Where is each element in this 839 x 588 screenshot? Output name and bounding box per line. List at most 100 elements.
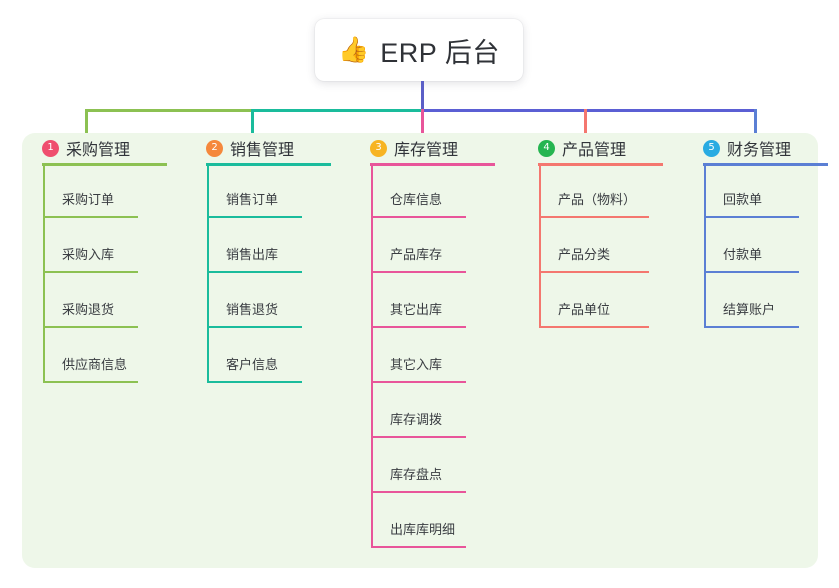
drop-finance (754, 109, 757, 137)
branch-item[interactable]: 仓库信息 (350, 163, 520, 218)
branch-header-underline (370, 163, 495, 166)
branch-item-label: 回款单 (723, 192, 763, 207)
segment-finance (421, 109, 757, 112)
branch-item-label: 产品单位 (558, 302, 611, 317)
branch-item-label: 库存调拨 (390, 412, 443, 427)
branch-trunk-line (371, 163, 373, 548)
branch-number-badge: 3 (370, 139, 387, 157)
branch-title: 采购管理 (66, 142, 131, 159)
branch-item-underline (371, 216, 466, 218)
branch-item[interactable]: 销售退货 (186, 273, 346, 328)
branch-item-underline (43, 271, 138, 273)
branch-item[interactable]: 出库库明细 (350, 493, 520, 548)
branch-item[interactable]: 产品单位 (518, 273, 688, 328)
branch-header-1[interactable]: 1 采购管理 (22, 133, 182, 163)
branch-item-underline (704, 216, 799, 218)
branch-title: 财务管理 (727, 142, 792, 159)
branch-title: 销售管理 (230, 142, 295, 159)
branch-item-underline (704, 326, 799, 328)
branch-item-underline (43, 326, 138, 328)
branch-item-label: 产品分类 (558, 247, 611, 262)
branch-item-underline (371, 271, 466, 273)
branch-item-label: 销售退货 (226, 302, 279, 317)
branch-item[interactable]: 客户信息 (186, 328, 346, 383)
branch-item-label: 付款单 (723, 247, 763, 262)
branch-header-underline (703, 163, 828, 166)
branch-trunk-line (539, 163, 541, 328)
branch-item-label: 采购退货 (62, 302, 115, 317)
branch-item[interactable]: 产品（物料） (518, 163, 688, 218)
branch-item-label: 产品库存 (390, 247, 443, 262)
branch-header-underline (538, 163, 663, 166)
branch-item[interactable]: 其它出库 (350, 273, 520, 328)
branch-item-label: 销售出库 (226, 247, 279, 262)
branch-item-underline (371, 436, 466, 438)
branch-header-underline (42, 163, 167, 166)
segment-purchase (85, 109, 251, 112)
branch-item-underline (539, 326, 649, 328)
branch-item[interactable]: 采购入库 (22, 218, 182, 273)
drop-sales (251, 109, 254, 137)
branch-item[interactable]: 其它入库 (350, 328, 520, 383)
branch-item[interactable]: 销售出库 (186, 218, 346, 273)
thumbs-up-emoji: 👍 (338, 35, 370, 64)
branch-items: 仓库信息产品库存其它出库其它入库库存调拨库存盘点出库库明细 (350, 163, 520, 548)
branch-item-underline (207, 271, 302, 273)
branch-item[interactable]: 库存盘点 (350, 438, 520, 493)
segment-sales (251, 109, 421, 112)
branch-item[interactable]: 库存调拨 (350, 383, 520, 438)
branch-item-underline (371, 546, 466, 548)
root-stem-connector (421, 81, 424, 111)
branch-column-1: 1 采购管理采购订单采购入库采购退货供应商信息 (22, 133, 182, 383)
branch-column-3: 3 库存管理仓库信息产品库存其它出库其它入库库存调拨库存盘点出库库明细 (350, 133, 520, 548)
branch-item-underline (207, 216, 302, 218)
branch-item-underline (207, 381, 302, 383)
branch-item[interactable]: 销售订单 (186, 163, 346, 218)
branch-item[interactable]: 供应商信息 (22, 328, 182, 383)
branch-item[interactable]: 结算账户 (683, 273, 833, 328)
branch-item-label: 仓库信息 (390, 192, 443, 207)
drop-purchase (85, 109, 88, 137)
branch-trunk-line (704, 163, 706, 328)
branch-item-label: 采购订单 (62, 192, 115, 207)
branch-item[interactable]: 采购订单 (22, 163, 182, 218)
branch-item-label: 供应商信息 (62, 357, 128, 372)
branch-item[interactable]: 采购退货 (22, 273, 182, 328)
branch-number-badge: 1 (42, 139, 59, 157)
branch-item-label: 产品（物料） (558, 192, 637, 207)
branch-header-3[interactable]: 3 库存管理 (350, 133, 520, 163)
branch-item[interactable]: 回款单 (683, 163, 833, 218)
branch-item-label: 销售订单 (226, 192, 279, 207)
branch-item-label: 出库库明细 (390, 522, 456, 537)
branch-item-underline (704, 271, 799, 273)
branch-item-underline (207, 326, 302, 328)
branch-item-label: 结算账户 (723, 302, 776, 317)
branch-title: 库存管理 (394, 142, 459, 159)
branch-item-underline (371, 381, 466, 383)
branch-trunk-line (43, 163, 45, 383)
root-node[interactable]: 👍 ERP 后台 (315, 19, 523, 81)
branch-item[interactable]: 付款单 (683, 218, 833, 273)
drop-product (584, 109, 587, 137)
branch-item-label: 采购入库 (62, 247, 115, 262)
branch-number-badge: 4 (538, 139, 555, 157)
root-title: ERP 后台 (380, 37, 500, 68)
drop-inventory (421, 109, 424, 137)
branch-item[interactable]: 产品库存 (350, 218, 520, 273)
branch-item[interactable]: 产品分类 (518, 218, 688, 273)
branch-item-label: 其它入库 (390, 357, 443, 372)
branch-item-underline (43, 216, 138, 218)
branch-item-underline (371, 326, 466, 328)
branch-item-underline (539, 271, 649, 273)
branch-header-underline (206, 163, 331, 166)
branch-items: 回款单付款单结算账户 (683, 163, 833, 328)
branch-item-label: 其它出库 (390, 302, 443, 317)
branch-items: 产品（物料） 产品分类产品单位 (518, 163, 688, 328)
